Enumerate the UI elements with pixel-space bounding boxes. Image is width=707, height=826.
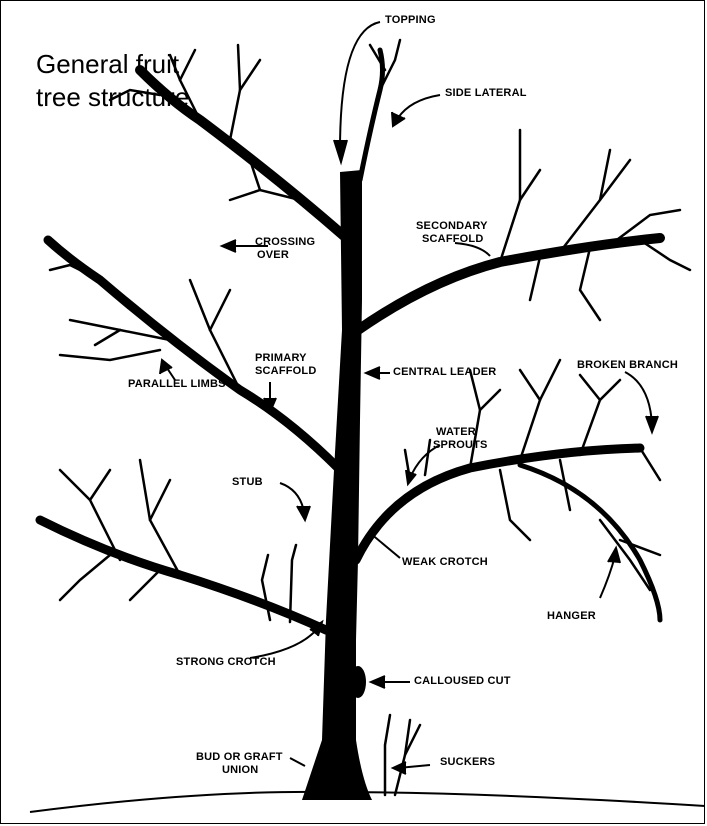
label-secondary-scaffold-line2: SCAFFOLD [422,233,483,246]
label-crossing-over-line2: OVER [257,249,289,262]
label-primary-scaffold-line2: SCAFFOLD [255,365,316,378]
label-water-sprouts-line2: SPROUTS [433,439,488,452]
label-central-leader: CENTRAL LEADER [393,366,496,379]
label-weak-crotch: WEAK CROTCH [402,556,488,569]
label-bud-graft-union-line2: UNION [222,764,258,777]
label-stub: STUB [232,476,263,489]
label-hanger: HANGER [547,610,596,623]
label-suckers: SUCKERS [440,756,495,769]
label-topping: TOPPING [385,14,436,27]
label-bud-graft-union-line1: BUD OR GRAFT [196,751,283,764]
diagram-title: General fruit tree structure [36,48,206,114]
label-parallel-limbs: PARALLEL LIMBS [128,378,226,391]
label-water-sprouts-line1: WATER [436,426,476,439]
label-crossing-over-line1: CROSSING [255,236,315,249]
label-strong-crotch: STRONG CROTCH [176,656,276,669]
label-primary-scaffold-line1: PRIMARY [255,352,307,365]
label-side-lateral: SIDE LATERAL [445,87,527,100]
label-calloused-cut: CALLOUSED CUT [414,675,511,688]
label-secondary-scaffold-line1: SECONDARY [416,220,488,233]
label-broken-branch: BROKEN BRANCH [577,359,678,372]
trunk [302,170,372,800]
